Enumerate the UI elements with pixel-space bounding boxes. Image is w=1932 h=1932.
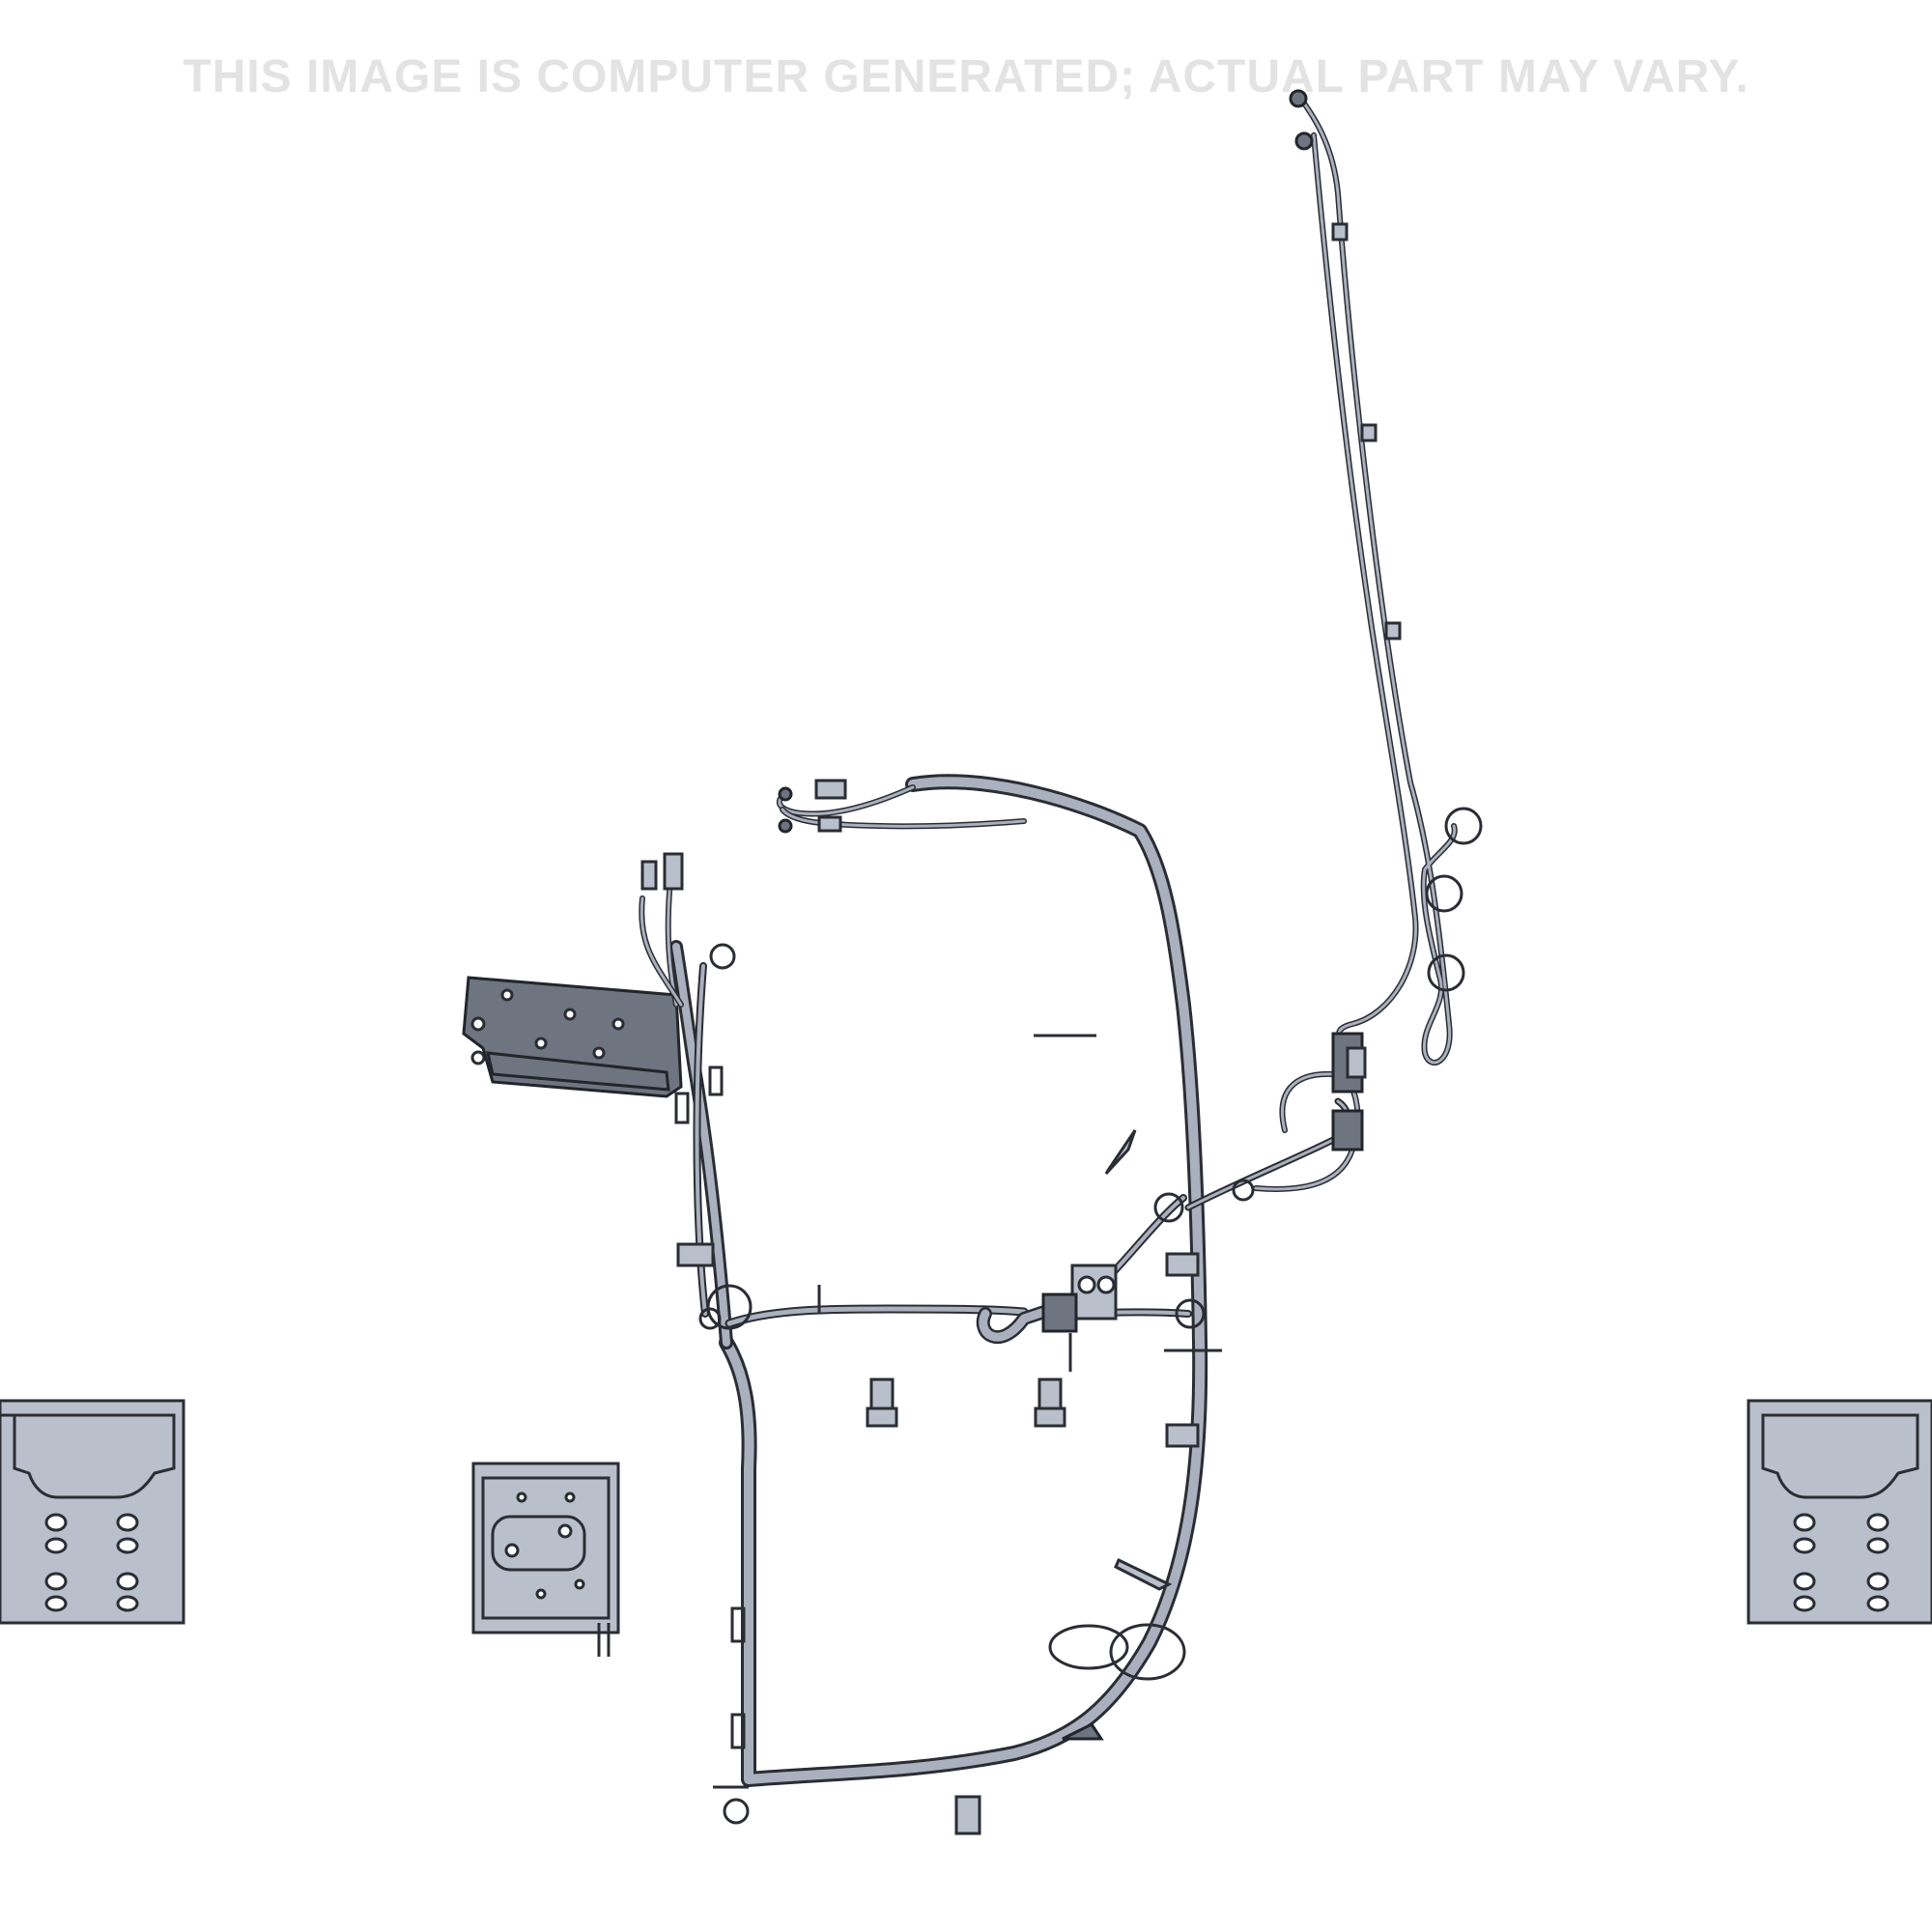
- clip-3: [1384, 621, 1402, 640]
- connector-2: [1331, 1109, 1364, 1151]
- clip-1: [1331, 222, 1349, 242]
- grommet-connector: [1041, 1293, 1078, 1333]
- clip-left-harness: [676, 1242, 715, 1267]
- bracket-clip-1: [1165, 1252, 1200, 1277]
- right-connector-cluster: [1331, 1032, 1367, 1151]
- upper-right-harness: [1289, 89, 1483, 1065]
- clips-fasteners: [676, 1034, 1255, 1835]
- center-mount-box: [471, 1462, 620, 1657]
- bracket-clip-2: [1165, 1423, 1200, 1448]
- bolt-2: [1034, 1378, 1066, 1428]
- left-bracket: [0, 1399, 185, 1625]
- bottom-clip: [954, 1795, 981, 1835]
- connector-upper-a: [814, 779, 847, 800]
- connector-plate-a: [640, 860, 658, 891]
- wedge-1: [1104, 1129, 1137, 1176]
- clip-lower-left-2: [730, 1713, 746, 1749]
- upper-connector-pair: [778, 779, 847, 834]
- clip-2: [1360, 423, 1378, 442]
- loop-clip-3: [1427, 953, 1465, 992]
- clip-lower-left-1: [730, 1606, 746, 1643]
- loop-clip-1: [1444, 807, 1483, 845]
- main-harness-loop: [669, 774, 1361, 1787]
- loop-clamp-2: [1109, 1623, 1186, 1681]
- loop-clamp-1: [1048, 1624, 1129, 1670]
- clip-lower-left-3: [723, 1798, 750, 1825]
- loop-clip-left: [706, 1284, 753, 1330]
- right-bracket: [1747, 1399, 1932, 1625]
- bolt-1: [866, 1378, 898, 1428]
- mounting-plate: [462, 852, 736, 1124]
- tie-tab: [1062, 1722, 1104, 1741]
- loop-clip-2: [1425, 874, 1463, 913]
- connector-plate-b: [663, 852, 684, 891]
- wedge-2: [1114, 1557, 1173, 1591]
- disclaimer-watermark: THIS IMAGE IS COMPUTER GENERATED; ACTUAL…: [183, 51, 1749, 102]
